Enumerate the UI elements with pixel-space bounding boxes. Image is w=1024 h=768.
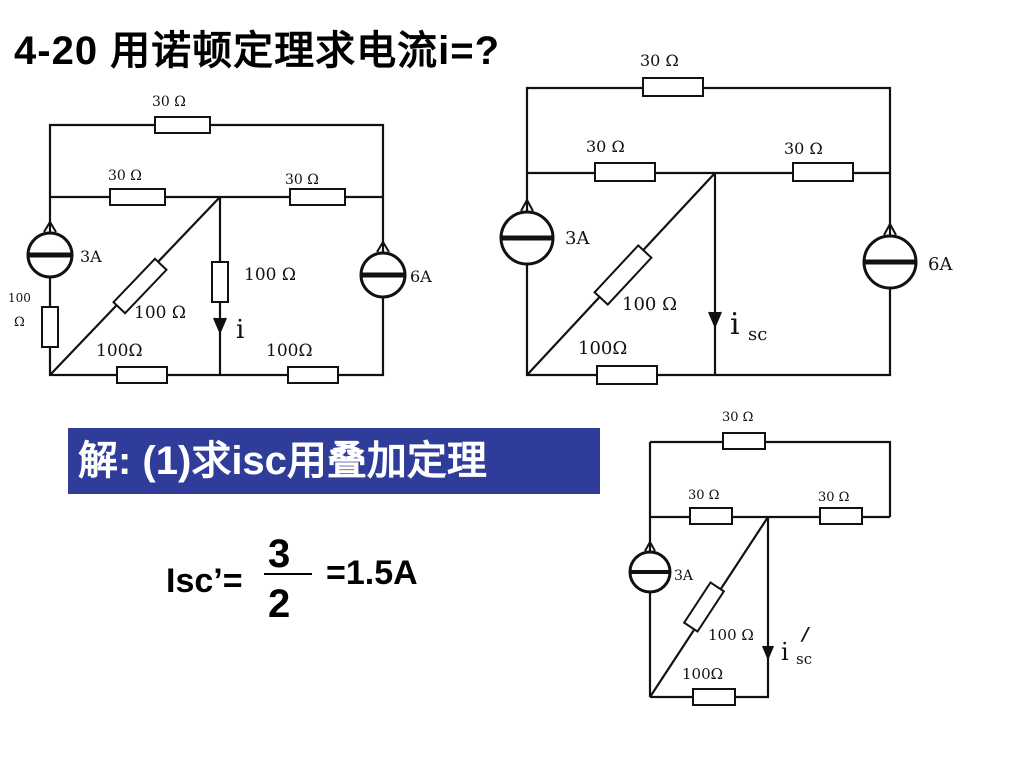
c1-label-r-center: 100 Ω xyxy=(244,265,296,285)
circuit-superposition: 30 Ω 30 Ω 30 Ω 100 Ω 100Ω 3A i sc / xyxy=(628,410,892,706)
c3-label-r-mid-right: 30 Ω xyxy=(818,490,849,505)
c2-resistor-mid-right xyxy=(792,162,854,182)
solution-banner: 解: (1)求isc用叠加定理 xyxy=(68,428,600,494)
c3-label-r-bottom: 100Ω xyxy=(682,665,723,683)
c1-resistor-center xyxy=(211,261,229,303)
c2-label-src-right: 6A xyxy=(928,254,953,275)
c2-arrow-up-icon xyxy=(520,197,534,212)
c1-resistor-mid-left xyxy=(109,188,166,206)
c1-current-arrow-icon xyxy=(213,317,227,335)
c2-resistor-bottom xyxy=(596,365,658,385)
c1-resistor-diag xyxy=(112,257,168,315)
c1-resistor-left xyxy=(41,306,59,348)
c3-label-current-sub: sc xyxy=(796,650,812,668)
c1-label-r-mid-left: 30 Ω xyxy=(108,168,142,184)
c2-label-r-mid-right: 30 Ω xyxy=(784,139,823,158)
c3-current-arrow-icon xyxy=(762,645,774,661)
c3-resistor-mid-left xyxy=(689,507,733,525)
c1-resistor-bottom-left xyxy=(116,366,168,384)
page-title: 4-20 用诺顿定理求电流i=? xyxy=(14,29,501,73)
equation-numerator: 3 xyxy=(268,532,291,576)
equation-lhs: Isc’= xyxy=(166,562,243,600)
c3-label-r-top: 30 Ω xyxy=(722,410,753,425)
c1-resistor-bottom-right xyxy=(287,366,339,384)
c1-label-r-left-value: 100 xyxy=(8,291,31,305)
c2-resistor-mid-left xyxy=(594,162,656,182)
c3-resistor-bottom xyxy=(692,688,736,706)
c3-label-current: i xyxy=(781,638,789,666)
c2-label-r-top: 30 Ω xyxy=(640,51,679,70)
c1-arrow-up-icon xyxy=(43,220,57,233)
equation-rhs: =1.5A xyxy=(326,554,418,592)
c2-label-r-bottom: 100Ω xyxy=(578,338,627,359)
c2-wires xyxy=(525,86,892,377)
c3-label-src-left: 3A xyxy=(674,568,694,584)
c2-label-r-diag: 100 Ω xyxy=(622,294,677,315)
circuit-short: 30 Ω 30 Ω 30 Ω 100 Ω 100Ω 3A 6A i sc xyxy=(499,51,953,385)
c2-label-src-left: 3A xyxy=(565,228,590,249)
c2-current-arrow-icon xyxy=(708,311,722,329)
c3-arrow-up-icon xyxy=(644,539,656,552)
c1-label-r-diag: 100 Ω xyxy=(134,303,186,323)
c1-wires xyxy=(48,123,385,377)
c1-label-src-left: 3A xyxy=(80,247,102,266)
c1-label-src-right: 6A xyxy=(410,267,432,286)
c2-label-current: i xyxy=(730,307,740,342)
c3-resistor-top xyxy=(722,432,766,450)
equation-denominator: 2 xyxy=(268,582,291,626)
c2-resistor-diag xyxy=(593,244,653,306)
c1-resistor-mid-right xyxy=(289,188,346,206)
c1-label-r-bottom-right: 100Ω xyxy=(266,341,313,361)
c2-arrow-up-icon xyxy=(883,221,897,236)
c1-label-r-left-unit: Ω xyxy=(14,315,25,330)
c1-resistor-top xyxy=(154,116,211,134)
fraction-bar xyxy=(264,573,312,575)
c3-label-prime-mark: / xyxy=(800,624,811,645)
c3-resistor-diag xyxy=(682,581,726,633)
c3-resistor-mid-right xyxy=(819,507,863,525)
c2-label-current-sub: sc xyxy=(748,324,767,345)
c1-label-current: i xyxy=(236,315,244,345)
c1-label-r-top: 30 Ω xyxy=(152,94,186,110)
c3-label-r-mid-left: 30 Ω xyxy=(688,488,719,503)
c2-label-r-mid-left: 30 Ω xyxy=(586,137,625,156)
c3-label-r-diag: 100 Ω xyxy=(708,626,754,644)
c2-resistor-top xyxy=(642,77,704,97)
c1-label-r-mid-right: 30 Ω xyxy=(285,172,319,188)
c1-label-r-bottom-left: 100Ω xyxy=(96,341,143,361)
circuit-original: 30 Ω 30 Ω 30 Ω 100 Ω 100 Ω 100 Ω 100Ω 10… xyxy=(8,94,432,384)
c1-arrow-up-icon xyxy=(376,240,390,253)
